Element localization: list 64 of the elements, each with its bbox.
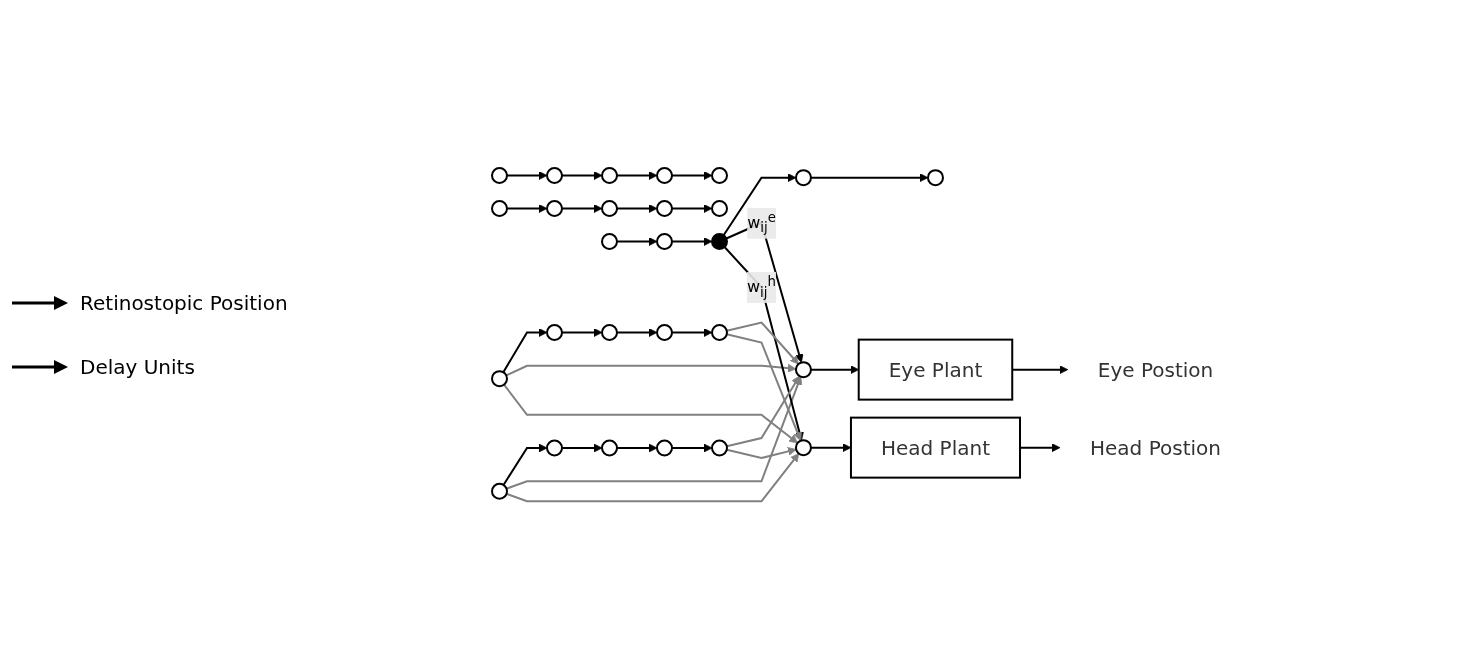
arrow <box>725 321 799 365</box>
arrow <box>725 375 800 448</box>
node-circle <box>710 166 728 184</box>
node-circle <box>545 166 563 184</box>
arrow <box>505 376 802 490</box>
node-circle <box>600 439 618 457</box>
arrow <box>501 328 547 374</box>
arrow <box>722 173 796 237</box>
arrow <box>723 245 804 441</box>
node-box: Eye Plant <box>857 338 1013 401</box>
node-circle <box>545 199 563 217</box>
arrow <box>502 443 547 486</box>
node-circle <box>490 166 508 184</box>
arrow <box>615 204 657 213</box>
arrow <box>505 204 547 213</box>
arrow <box>670 443 712 453</box>
arrow <box>560 171 602 180</box>
node-circle <box>600 232 618 250</box>
node-circle <box>490 370 508 387</box>
node-circle <box>490 199 508 217</box>
axis-label: Delay Units <box>80 354 195 379</box>
node-circle <box>794 439 812 456</box>
node-circle <box>655 323 673 341</box>
node-circle <box>710 232 728 250</box>
node-circle <box>794 169 812 186</box>
node-circle <box>794 361 812 378</box>
arrow <box>725 446 797 459</box>
arrow <box>809 443 851 452</box>
node-circle <box>655 166 673 184</box>
node-box: Head Plant <box>849 416 1021 479</box>
node-circle <box>710 439 728 457</box>
node-text: Eye Postion <box>1097 357 1213 382</box>
arrow <box>670 171 712 180</box>
node-circle <box>710 199 728 217</box>
node-circle <box>710 323 728 341</box>
arrow <box>505 171 547 180</box>
arrow <box>615 171 657 180</box>
arrow <box>615 443 657 453</box>
arrow <box>670 204 712 213</box>
node-circle <box>600 323 618 341</box>
axis-label: Retinostopic Position <box>80 290 288 315</box>
arrow <box>615 328 657 337</box>
node-circle <box>926 169 944 186</box>
node-circle <box>600 199 618 217</box>
arrow <box>560 204 602 213</box>
node-circle <box>655 439 673 457</box>
node-circle <box>655 199 673 217</box>
arrow <box>670 237 712 246</box>
node-circle <box>655 232 673 250</box>
arrow <box>615 237 657 246</box>
arrow <box>502 383 798 444</box>
node-circle <box>545 323 563 341</box>
arrow <box>505 453 799 503</box>
node-circle <box>545 439 563 457</box>
node-circle <box>490 482 508 500</box>
arrow <box>725 333 802 441</box>
node-circle <box>600 166 618 184</box>
arrow <box>560 328 602 337</box>
arrow <box>560 443 602 453</box>
arrow <box>504 363 796 377</box>
arrow <box>809 173 928 182</box>
arrow <box>670 328 712 337</box>
node-text: Head Postion <box>1089 435 1221 460</box>
arrow <box>809 365 859 374</box>
